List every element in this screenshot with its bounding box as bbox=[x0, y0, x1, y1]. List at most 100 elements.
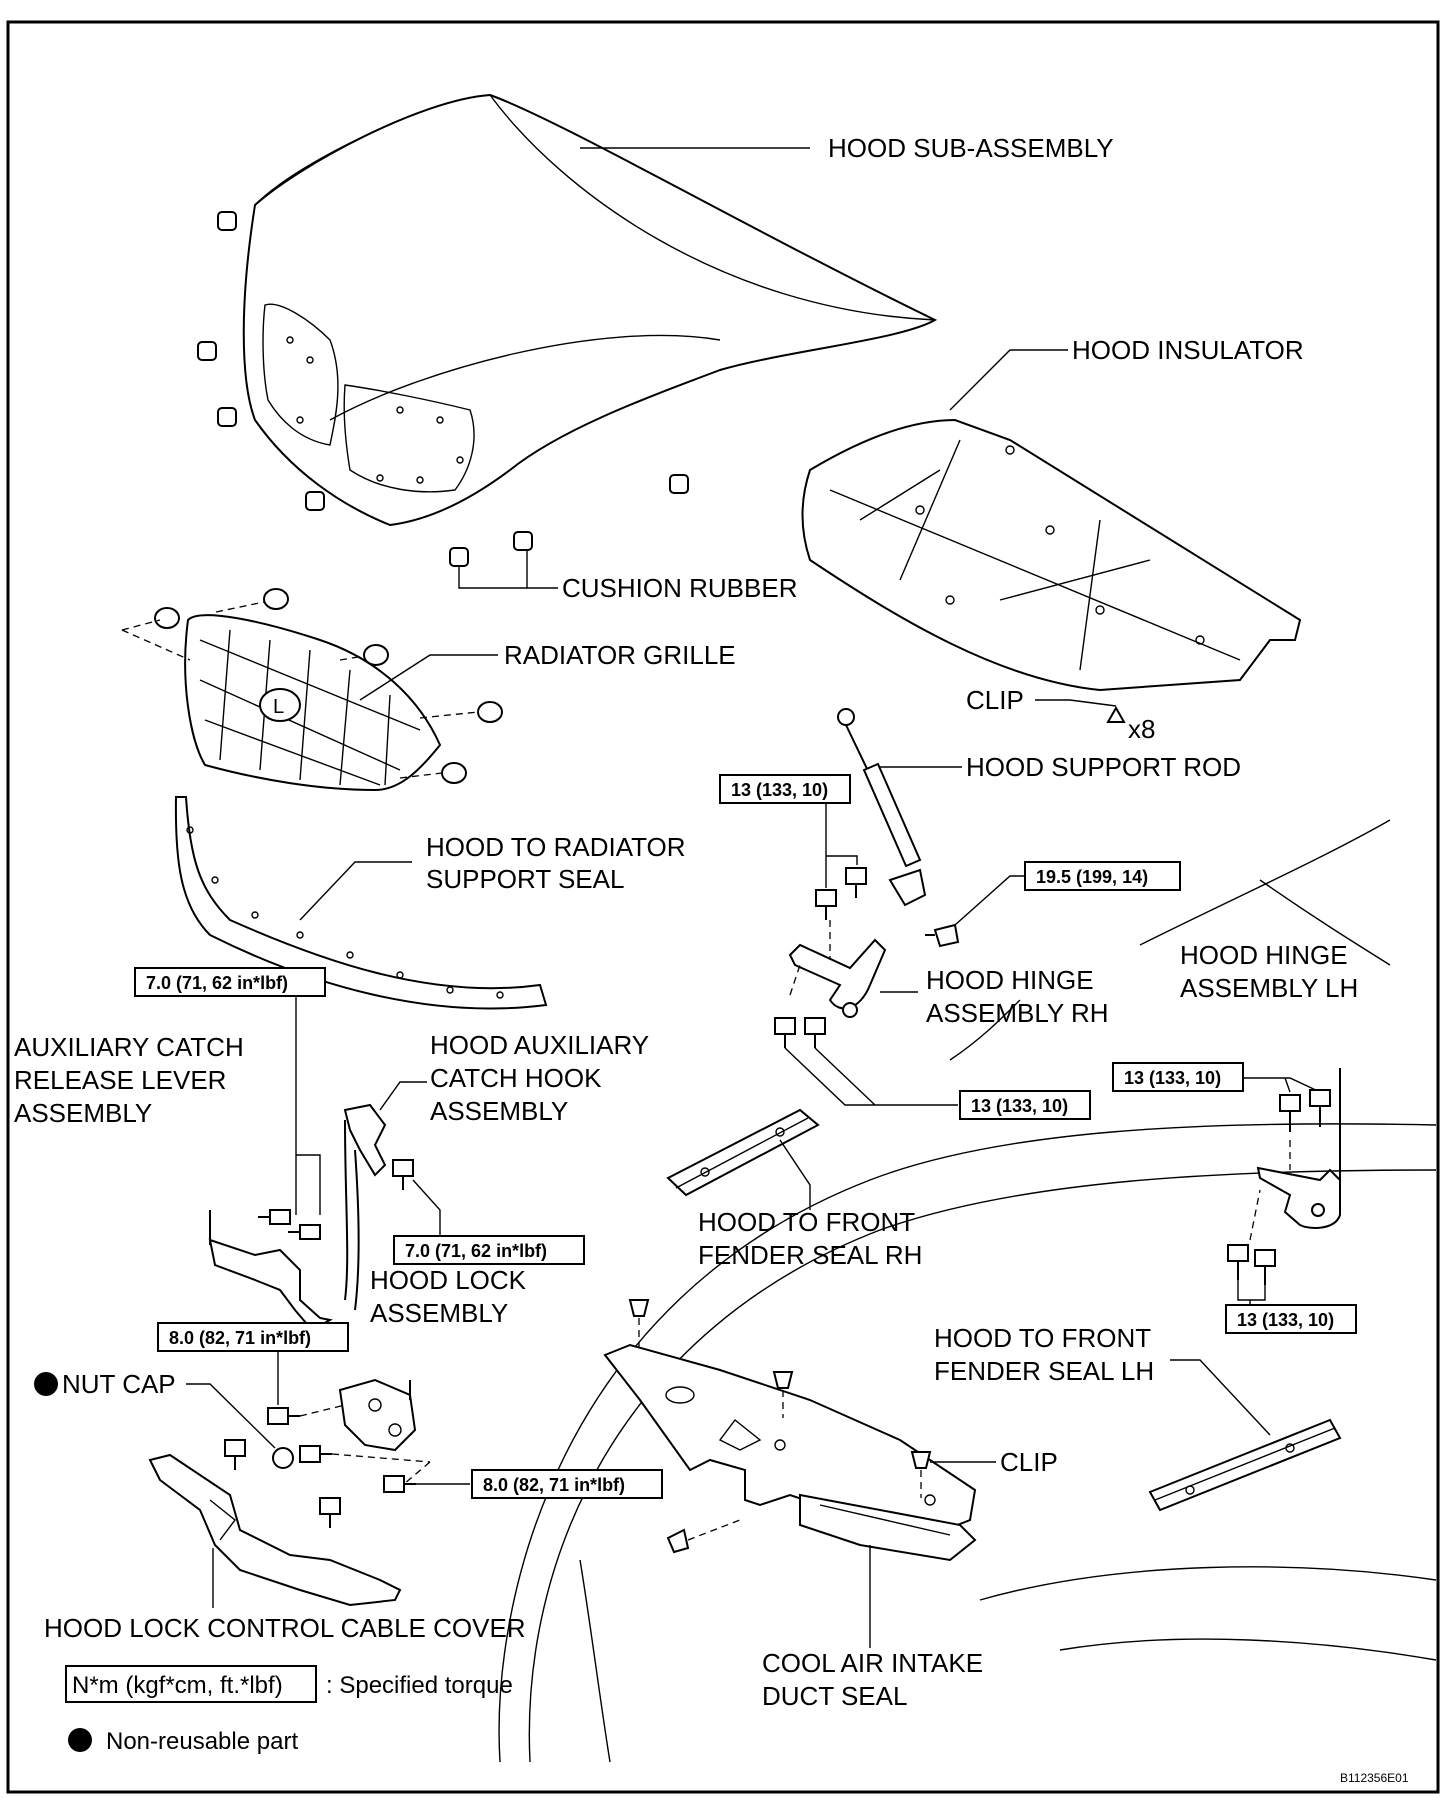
diagram-frame bbox=[6, 20, 1440, 1794]
torque-support-rod-stud: 19.5 (199, 14) bbox=[1036, 867, 1148, 887]
label-cushion-rubber: CUSHION RUBBER bbox=[562, 573, 797, 603]
label-aux-hook-2: CATCH HOOK bbox=[430, 1063, 602, 1093]
torque-box-hinge-rh bbox=[959, 1090, 1091, 1120]
label-hood-insulator: HOOD INSULATOR bbox=[1072, 335, 1304, 365]
label-aux-hook-1: HOOD AUXILIARY bbox=[430, 1030, 649, 1060]
torque-aux-hook-bolt: 7.0 (71, 62 in*lbf) bbox=[405, 1241, 547, 1261]
torque-hinge-lh-lower: 13 (133, 10) bbox=[1237, 1310, 1334, 1330]
leader-hinge-rh-bolts bbox=[784, 1047, 958, 1106]
label-aux-lever-3: ASSEMBLY bbox=[14, 1098, 152, 1128]
torque-box-hood-lock-upper bbox=[157, 1322, 349, 1352]
label-hinge-rh-1: HOOD HINGE bbox=[926, 965, 1094, 995]
legend-torque-units: N*m (kgf*cm, ft.*lbf) bbox=[72, 1672, 283, 1699]
label-fender-rh-2: FENDER SEAL RH bbox=[698, 1240, 922, 1270]
label-clip-top: CLIP bbox=[966, 685, 1024, 715]
leader-fender-rh bbox=[779, 1139, 811, 1210]
bolt-icons-hinge-lh-upper bbox=[1279, 1089, 1331, 1132]
bolt-icons-support-rod bbox=[815, 867, 867, 920]
bolt-icons-cable-cover bbox=[224, 1439, 341, 1528]
torque-aux-lever-bolts: 7.0 (71, 62 in*lbf) bbox=[146, 973, 288, 993]
label-aux-lever-2: RELEASE LEVER bbox=[14, 1065, 226, 1095]
torque-box-support-rod-bolts bbox=[719, 774, 851, 804]
cool-air-intake-duct-seal bbox=[603, 1343, 977, 1562]
clip-icon bbox=[1106, 705, 1126, 723]
leader-aux-hook-bolt bbox=[412, 1179, 441, 1236]
label-hood-sub-assembly: HOOD SUB-ASSEMBLY bbox=[828, 133, 1114, 163]
label-nut-cap: NUT CAP bbox=[62, 1369, 176, 1399]
hood-hinge-assembly-lh bbox=[1249, 1068, 1341, 1241]
legend: N*m (kgf*cm, ft.*lbf) : Specified torque… bbox=[65, 1665, 513, 1755]
label-hinge-lh-1: HOOD HINGE bbox=[1180, 940, 1348, 970]
nut-cap-part bbox=[272, 1447, 294, 1469]
torque-box-support-rod-stud bbox=[1024, 861, 1181, 891]
hood-to-radiator-support-seal bbox=[174, 796, 548, 1010]
label-hinge-lh-2: ASSEMBLY LH bbox=[1180, 973, 1358, 1003]
leader-hinge-lh-lower bbox=[1237, 1280, 1266, 1305]
label-duct-seal-1: COOL AIR INTAKE bbox=[762, 1648, 983, 1678]
duct-seal-clips bbox=[628, 1299, 932, 1554]
leader-nut-cap bbox=[186, 1383, 276, 1449]
leader-radiator-seal bbox=[299, 861, 412, 921]
bolt-icons-hinge-rh bbox=[774, 1017, 826, 1048]
cushion-rubbers bbox=[197, 211, 689, 567]
torque-hinge-rh-bolts: 13 (133, 10) bbox=[971, 1096, 1068, 1116]
hood-insulator bbox=[801, 418, 1302, 692]
leader-support-rod-stud bbox=[954, 875, 1025, 926]
label-fender-rh-1: HOOD TO FRONT bbox=[698, 1207, 915, 1237]
torque-box-hinge-lh-upper bbox=[1112, 1062, 1244, 1092]
hood-sub-assembly bbox=[242, 93, 938, 527]
auxiliary-catch-release-lever bbox=[208, 1210, 333, 1332]
label-aux-lever-1: AUXILIARY CATCH bbox=[14, 1032, 244, 1062]
label-radiator-grille: RADIATOR GRILLE bbox=[504, 640, 736, 670]
bolt-icon-aux-hook bbox=[392, 1159, 414, 1190]
stud-icon bbox=[925, 923, 960, 948]
torque-hood-lock-lower: 8.0 (82, 71 in*lbf) bbox=[483, 1475, 625, 1495]
hood-support-rod bbox=[837, 708, 927, 907]
label-seal-radiator-1: HOOD TO RADIATOR bbox=[426, 832, 686, 862]
hood-to-front-fender-seal-rh bbox=[666, 1108, 820, 1197]
torque-box-aux-hook bbox=[393, 1235, 585, 1265]
leader-clip-top bbox=[1035, 699, 1117, 707]
leader-insulator bbox=[949, 349, 1068, 411]
torque-hood-lock-upper: 8.0 (82, 71 in*lbf) bbox=[169, 1328, 311, 1348]
hood-auxiliary-catch-hook bbox=[343, 1103, 387, 1311]
hood-hinge-assembly-rh bbox=[788, 920, 887, 1018]
bolt-icons-aux-lever bbox=[258, 1209, 321, 1240]
label-hood-support-rod: HOOD SUPPORT ROD bbox=[966, 752, 1241, 782]
leader-aux-hook bbox=[379, 1081, 427, 1111]
label-hood-lock-2: ASSEMBLY bbox=[370, 1298, 508, 1328]
bolt-icons-hood-lock bbox=[267, 1404, 431, 1493]
label-seal-radiator-2: SUPPORT SEAL bbox=[426, 864, 624, 894]
legend-nonreusable-icon bbox=[68, 1728, 92, 1752]
radiator-grille: L bbox=[184, 614, 442, 792]
label-hinge-rh-2: ASSEMBLY RH bbox=[926, 998, 1109, 1028]
legend-torque-text: : Specified torque bbox=[326, 1672, 513, 1699]
leader-fender-lh bbox=[1170, 1359, 1271, 1436]
torque-support-rod-bolts: 13 (133, 10) bbox=[731, 780, 828, 800]
label-fender-lh-2: FENDER SEAL LH bbox=[934, 1356, 1154, 1386]
torque-box-hood-lock-lower bbox=[471, 1469, 663, 1499]
hood-rivets bbox=[286, 336, 464, 484]
legend-nonreusable-text: Non-reusable part bbox=[106, 1728, 298, 1755]
svg-text:L: L bbox=[273, 696, 284, 718]
leader-aux-lever-bolts bbox=[295, 996, 321, 1215]
torque-box-aux-lever bbox=[134, 967, 326, 997]
label-fender-lh-1: HOOD TO FRONT bbox=[934, 1323, 1151, 1353]
vehicle-body-outline bbox=[498, 819, 1437, 1763]
hood-lock-control-cable-cover bbox=[148, 1453, 402, 1607]
leader-cushion bbox=[458, 550, 528, 589]
leader-grille bbox=[359, 654, 498, 701]
leader-hinge-lh-upper bbox=[1243, 1077, 1321, 1093]
label-duct-seal-2: DUCT SEAL bbox=[762, 1681, 907, 1711]
leader-support-rod-bolts bbox=[825, 803, 858, 888]
label-clip-bottom: CLIP bbox=[1000, 1447, 1058, 1477]
torque-box-hinge-lh-lower bbox=[1225, 1304, 1357, 1334]
label-hood-lock-1: HOOD LOCK bbox=[370, 1265, 527, 1295]
label-aux-hook-3: ASSEMBLY bbox=[430, 1096, 568, 1126]
hood-lock-assembly bbox=[338, 1378, 417, 1452]
hood-to-front-fender-seal-lh bbox=[1148, 1418, 1342, 1512]
torque-hinge-lh-upper: 13 (133, 10) bbox=[1124, 1068, 1221, 1088]
label-clip-qty: x8 bbox=[1128, 714, 1155, 744]
grille-retainers bbox=[121, 588, 503, 784]
